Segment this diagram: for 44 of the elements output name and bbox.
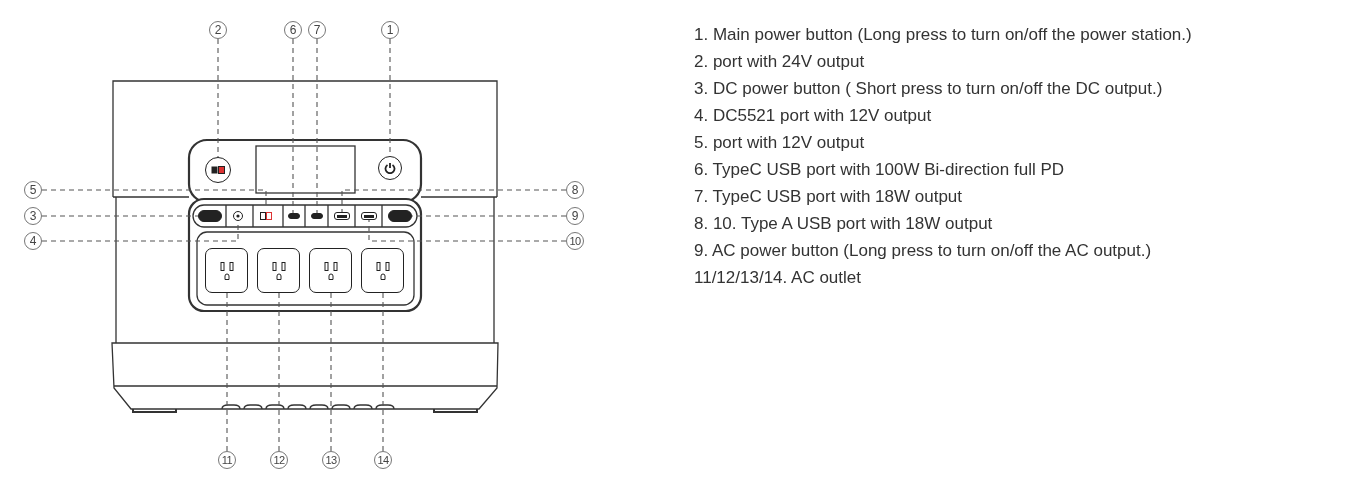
callout-number: 1 — [381, 21, 399, 39]
leader-line — [278, 292, 280, 452]
ac-outlet — [257, 248, 300, 293]
callout-number: 11 — [218, 451, 236, 469]
callout-number: 5 — [24, 181, 42, 199]
dc-button — [198, 210, 222, 222]
leader-line — [382, 292, 384, 452]
callout-number: 13 — [322, 451, 340, 469]
leader-line — [341, 189, 567, 213]
key-text: 5. port with 12V output — [694, 133, 865, 153]
ac-button — [388, 210, 412, 222]
usb-c-port — [288, 213, 300, 219]
key-text: 8. 10. Type A USB port with 18W output — [694, 214, 993, 234]
callout-number: 9 — [566, 207, 584, 225]
key-text: 11/12/13/14. AC outlet — [694, 268, 861, 288]
ac-outlet — [309, 248, 352, 293]
callout-number: 12 — [270, 451, 288, 469]
callout-number: 8 — [566, 181, 584, 199]
callout-number: 4 — [24, 232, 42, 250]
key-text: 2. port with 24V output — [694, 52, 865, 72]
callout-number: 14 — [374, 451, 392, 469]
leader-line — [41, 215, 199, 217]
leader-line — [368, 219, 567, 242]
leader-line — [226, 292, 228, 452]
ac-outlet — [361, 248, 404, 293]
usb-a-port — [334, 212, 350, 220]
callout-number: 6 — [284, 21, 302, 39]
leader-line — [316, 38, 318, 214]
ac-outlet — [205, 248, 248, 293]
callout-number: 3 — [24, 207, 42, 225]
leader-line — [292, 38, 294, 214]
callout-number: 10 — [566, 232, 584, 250]
key-text: 7. TypeC USB port with 18W output — [694, 187, 963, 207]
leader-line — [411, 215, 567, 217]
usb-a-port — [361, 212, 377, 220]
leader-line — [330, 292, 332, 452]
key-text: 1. Main power button (Long press to turn on/off the power station.) — [694, 25, 1192, 45]
key-text: 6. TypeC USB port with 100W Bi-direction full PD — [694, 160, 1065, 180]
usb-c-port — [311, 213, 323, 219]
key-text: 4. DC5521 port with 12V output — [694, 106, 932, 126]
key-text: 9. AC power button (Long press to turn on/off the AC output.) — [694, 241, 1152, 261]
callout-number: 2 — [209, 21, 227, 39]
key-text: 3. DC power button ( Short press to turn on/off the DC output.) — [694, 79, 1163, 99]
callout-number: 7 — [308, 21, 326, 39]
